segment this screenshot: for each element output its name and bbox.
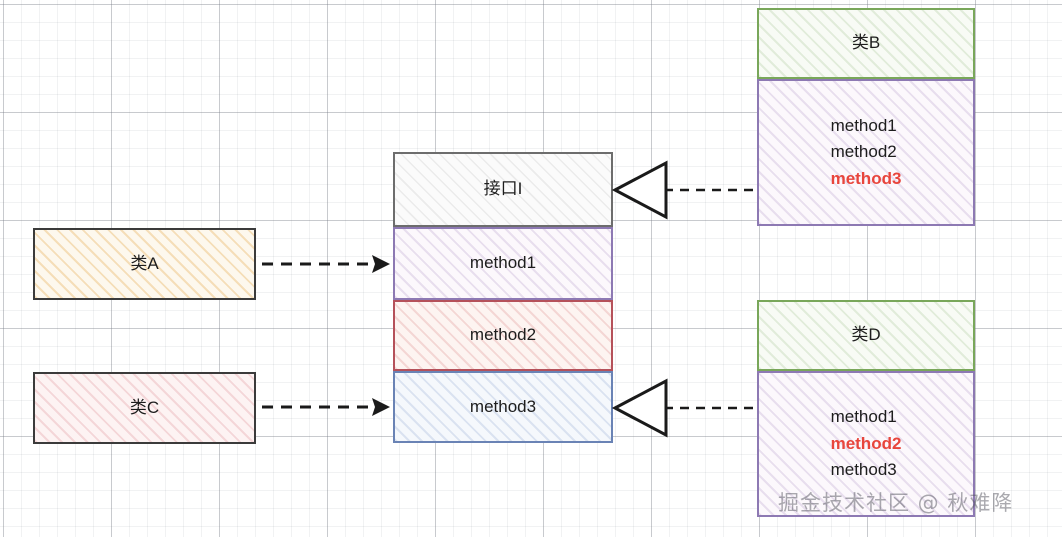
interface-method1-row[interactable]: method1	[393, 227, 613, 300]
class-box-d-header[interactable]: 类D	[757, 300, 975, 371]
connector-realization-b-to-interface	[611, 160, 753, 220]
class-b-method-list: method1 method2 method3	[831, 113, 902, 192]
class-a-label: 类A	[130, 253, 159, 273]
class-b-method-3: method3	[830, 168, 902, 188]
class-d-method-2: method2	[830, 433, 902, 453]
interface-header-box[interactable]: 接口I	[393, 152, 613, 227]
watermark-text: 掘金技术社区 @ 秋难降	[778, 491, 1014, 515]
interface-title: 接口I	[483, 179, 523, 199]
class-b-label: 类B	[851, 33, 881, 53]
class-b-method-2: method2	[830, 142, 897, 162]
class-box-d-body[interactable]: method1 method2 method3	[757, 371, 975, 517]
filled-arrow-icon	[372, 255, 390, 273]
filled-arrow-icon	[372, 398, 390, 416]
interface-method2-row[interactable]: method2	[393, 300, 613, 371]
interface-method3-row[interactable]: method3	[393, 371, 613, 443]
hollow-triangle-icon	[611, 378, 668, 438]
interface-method2-label: method2	[469, 325, 537, 345]
hollow-triangle-icon	[611, 160, 668, 220]
connector-dependency-c-to-method3	[262, 398, 390, 416]
class-box-b-header[interactable]: 类B	[757, 8, 975, 79]
class-box-c[interactable]: 类C	[33, 372, 256, 444]
interface-method3-label: method3	[469, 396, 537, 416]
class-d-method-3: method3	[830, 460, 897, 480]
class-box-a[interactable]: 类A	[33, 228, 256, 300]
connector-realization-d-to-method3	[611, 378, 753, 438]
class-d-method-1: method1	[830, 407, 897, 427]
class-d-label: 类D	[851, 325, 881, 345]
connector-dependency-a-to-method1	[262, 255, 390, 273]
class-d-method-list: method1 method2 method3	[831, 404, 902, 483]
class-b-method-1: method1	[830, 115, 897, 135]
class-c-label: 类C	[129, 397, 160, 417]
class-box-b-body[interactable]: method1 method2 method3	[757, 79, 975, 226]
interface-method1-label: method1	[469, 253, 537, 273]
